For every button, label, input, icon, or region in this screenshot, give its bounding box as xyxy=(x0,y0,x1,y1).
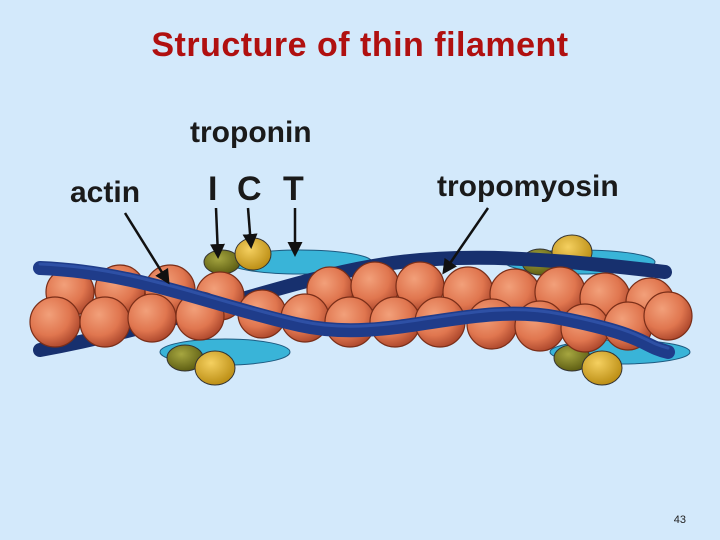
label-tropomyosin: tropomyosin xyxy=(437,170,619,203)
arrow-troponin-c xyxy=(242,207,258,249)
page-number: 43 xyxy=(673,514,686,526)
label-actin: actin xyxy=(70,176,141,209)
arrow-troponin-i xyxy=(210,207,225,259)
troponin-c-blob xyxy=(581,350,623,386)
troponin-c-blob xyxy=(234,237,272,271)
actin-monomer xyxy=(466,298,518,350)
actin-monomer xyxy=(29,296,81,348)
actin-monomer xyxy=(127,293,177,343)
label-troponin-i: I xyxy=(208,170,218,208)
actin-monomer xyxy=(324,296,376,348)
slide-title: Structure of thin filament xyxy=(151,26,569,64)
label-troponin-c: C xyxy=(237,170,262,208)
label-troponin: troponin xyxy=(190,116,312,149)
label-troponin-t: T xyxy=(283,170,304,208)
troponin-c-blob xyxy=(194,350,236,386)
actin-monomer xyxy=(643,291,693,341)
arrow-tropomyosin xyxy=(442,207,490,275)
actin-monomer xyxy=(79,296,131,348)
arrow-actin xyxy=(123,212,170,285)
tropomyosin-strand-front xyxy=(33,261,675,359)
